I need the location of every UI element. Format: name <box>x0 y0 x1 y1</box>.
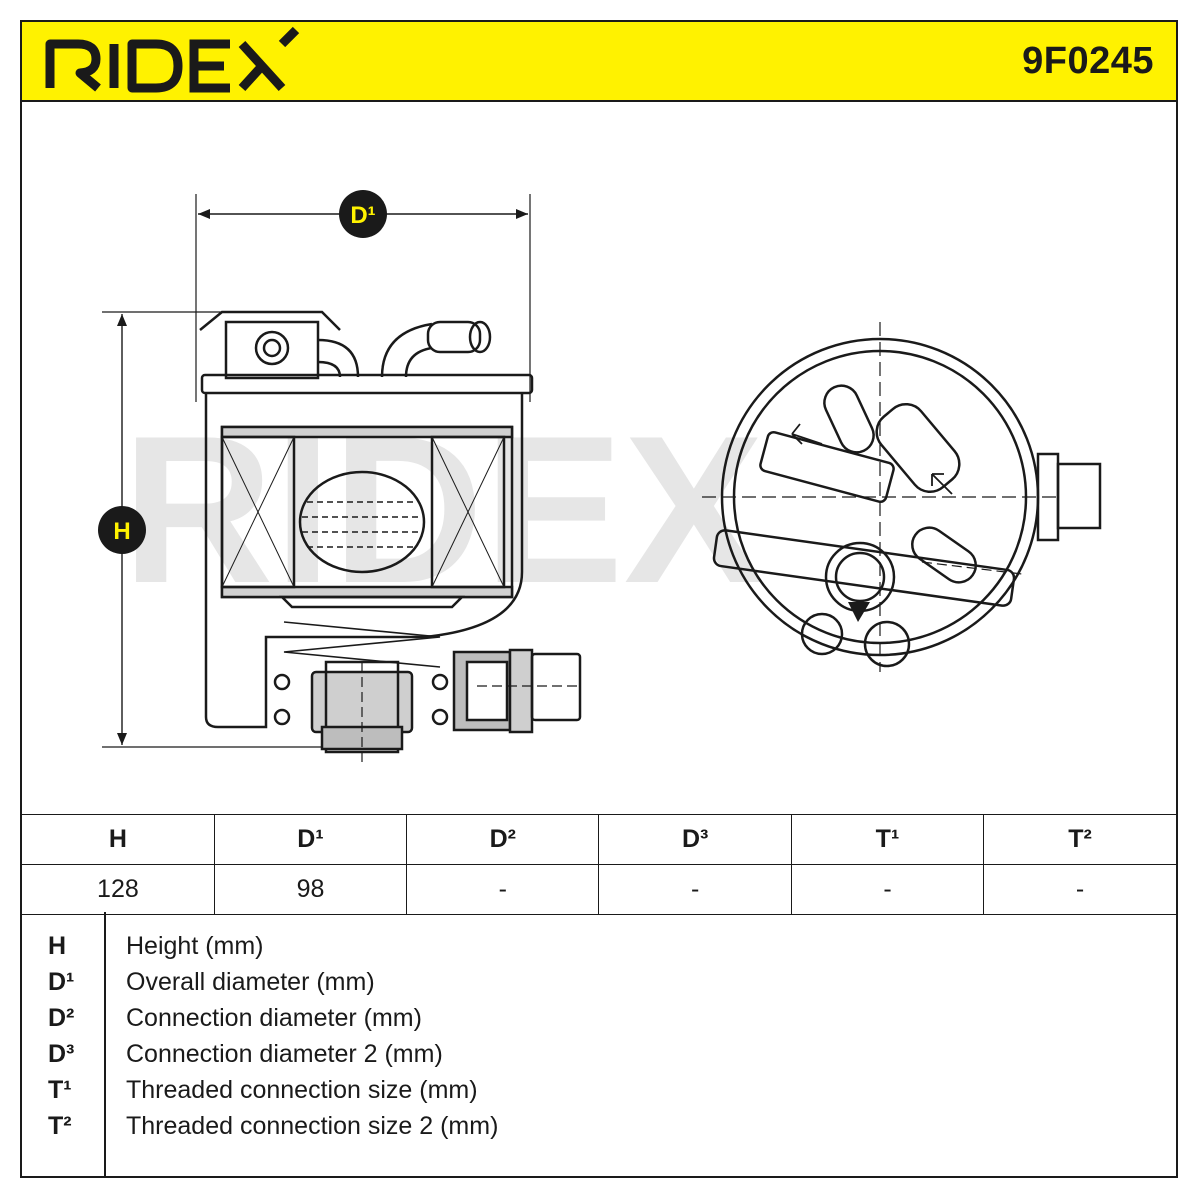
legend-item: T² Threaded connection size 2 (mm) <box>22 1112 1176 1148</box>
legend-divider <box>104 912 106 1178</box>
spec-header: H <box>22 814 215 865</box>
legend-code: D¹ <box>48 968 75 996</box>
part-number: 9F0245 <box>1022 40 1154 82</box>
dimension-d1: D¹ <box>198 190 528 238</box>
header-bar: 9F0245 <box>22 22 1176 102</box>
spec-value: 98 <box>213 864 408 915</box>
legend-desc: Connection diameter 2 (mm) <box>126 1040 443 1068</box>
specs-table: H D¹ D² D³ T¹ T² 128 98 - - - - <box>22 814 1176 915</box>
dimension-h: H <box>98 314 146 745</box>
legend-code: T² <box>48 1112 72 1140</box>
filter-side-view <box>102 194 582 767</box>
legend-code: D³ <box>48 1040 75 1068</box>
legend-item: D² Connection diameter (mm) <box>22 1004 1176 1040</box>
spec-value: - <box>790 864 985 915</box>
filter-top-view <box>702 322 1102 672</box>
legend-item: D³ Connection diameter 2 (mm) <box>22 1040 1176 1076</box>
legend-desc: Threaded connection size 2 (mm) <box>126 1112 499 1140</box>
legend-code: D² <box>48 1004 75 1032</box>
spec-value: - <box>406 864 600 915</box>
spec-header: D² <box>406 814 600 865</box>
spec-header: D¹ <box>213 814 408 865</box>
brand-logo <box>45 26 300 93</box>
technical-drawing: RIDEX <box>22 102 1176 814</box>
legend-desc: Height (mm) <box>126 932 264 960</box>
spec-value: - <box>598 864 792 915</box>
specs-header-row: H D¹ D² D³ T¹ T² <box>22 814 1176 865</box>
dim-d1-label: D¹ <box>350 202 375 229</box>
legend-desc: Connection diameter (mm) <box>126 1004 422 1032</box>
legend-item: T¹ Threaded connection size (mm) <box>22 1076 1176 1112</box>
legend-item: D¹ Overall diameter (mm) <box>22 968 1176 1004</box>
legend-item: H Height (mm) <box>22 932 1176 968</box>
specs-value-row: 128 98 - - - - <box>22 864 1176 915</box>
spec-value: - <box>983 864 1176 915</box>
legend: H Height (mm) D¹ Overall diameter (mm) D… <box>22 912 1176 1178</box>
legend-desc: Overall diameter (mm) <box>126 968 375 996</box>
legend-code: T¹ <box>48 1076 72 1104</box>
drawing-canvas: RIDEX <box>98 190 1102 767</box>
spec-header: D³ <box>598 814 792 865</box>
legend-code: H <box>48 932 67 960</box>
spec-header: T¹ <box>790 814 985 865</box>
spec-header: T² <box>983 814 1176 865</box>
product-sheet: 9F0245 RIDEX <box>20 20 1178 1178</box>
dim-h-label: H <box>113 518 130 545</box>
spec-value: 128 <box>22 864 215 915</box>
legend-desc: Threaded connection size (mm) <box>126 1076 478 1104</box>
